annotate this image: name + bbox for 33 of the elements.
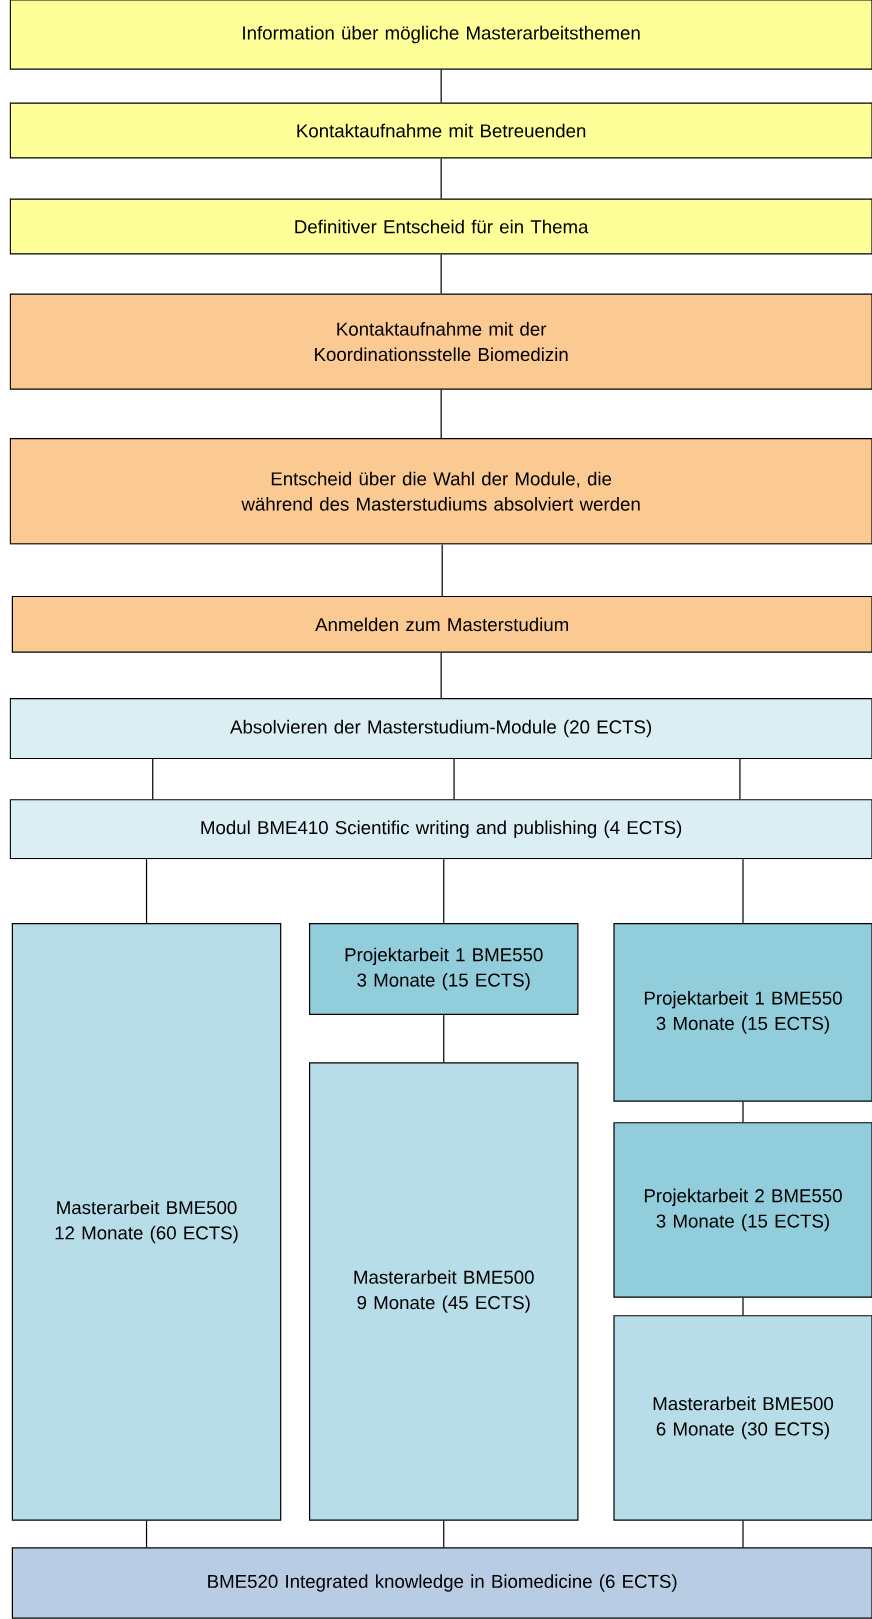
connector-line	[152, 758, 154, 800]
process-box: Projektarbeit 1 BME550 3 Monate (15 ECTS)	[613, 923, 872, 1102]
process-box: BME520 Integrated knowledge in Biomedicine (6 ECTS)	[11, 1547, 872, 1619]
connector-line	[443, 858, 445, 924]
process-box: Anmelden zum Masterstudium	[11, 595, 872, 653]
process-box: Projektarbeit 1 BME550 3 Monate (15 ECTS)	[308, 923, 579, 1015]
connector-line	[742, 1101, 744, 1123]
connector-line	[145, 1520, 148, 1548]
process-box: Entscheid über die Wahl der Module, die während des Masterstudiums absolviert werden	[9, 438, 872, 545]
connector-line	[742, 858, 744, 924]
connector-line	[742, 1297, 744, 1316]
process-box: Masterarbeit BME500 6 Monate (30 ECTS)	[613, 1315, 872, 1521]
connector-line	[440, 157, 442, 200]
connector-line	[443, 1520, 445, 1548]
process-box: Absolvieren der Masterstudium-Module (20 ECTS)	[9, 698, 872, 760]
connector-line	[440, 253, 442, 295]
connector-line	[441, 543, 443, 597]
connector-line	[145, 858, 148, 924]
connector-line	[443, 1014, 445, 1063]
connector-line	[440, 389, 442, 439]
process-box: Projektarbeit 2 BME550 3 Monate (15 ECTS)	[613, 1122, 872, 1298]
connector-line	[440, 652, 442, 699]
connector-line	[739, 758, 741, 800]
process-box: Definitiver Entscheid für ein Thema	[9, 198, 872, 255]
connector-line	[440, 69, 442, 104]
process-box: Masterarbeit BME500 12 Monate (60 ECTS)	[11, 923, 282, 1521]
process-box: Modul BME410 Scientific writing and publishing (4 ECTS)	[9, 799, 872, 860]
process-box: Kontaktaufnahme mit der Koordinationsstelle Biomedizin	[9, 293, 872, 390]
process-box: Kontaktaufnahme mit Betreuenden	[9, 102, 872, 159]
connector-line	[453, 758, 455, 800]
process-box: Information über mögliche Masterarbeitsthemen	[9, 0, 872, 70]
connector-line	[742, 1520, 744, 1548]
process-box: Masterarbeit BME500 9 Monate (45 ECTS)	[308, 1062, 579, 1521]
